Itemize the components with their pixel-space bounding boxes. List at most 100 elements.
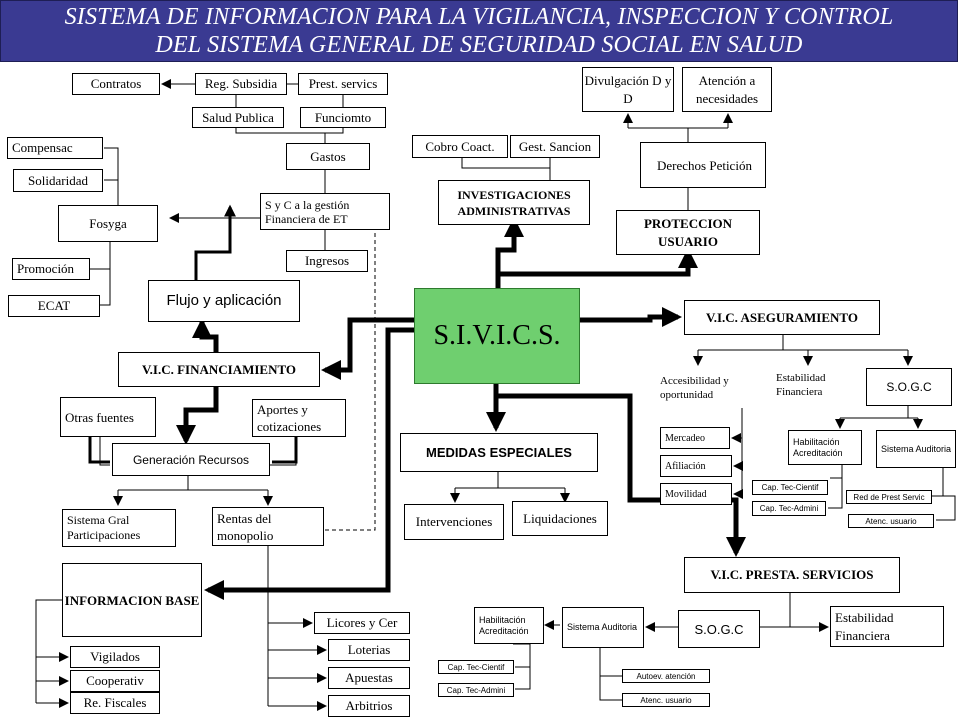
node-label: Flujo y aplicación	[166, 292, 282, 309]
wire	[35, 599, 62, 703]
node-label: PROTECCION USUARIO	[643, 215, 733, 249]
rentas-node[interactable]: Rentas del monopolio	[212, 507, 324, 546]
prest-servics-node[interactable]: Prest. servics	[298, 73, 388, 95]
cap-tec-admini-a-node[interactable]: Cap. Tec-Admini	[752, 501, 826, 516]
red-prest-servic-node[interactable]: Red de Prest Servic	[846, 490, 932, 504]
node-label: Cap. Tec-Admini	[759, 504, 819, 513]
sistema-auditoria-a-node[interactable]: Sistema Auditoria	[876, 430, 956, 468]
gest-sancion-node[interactable]: Gest. Sancion	[510, 135, 600, 158]
flujo-aplicacion-node[interactable]: Flujo y aplicación	[148, 280, 300, 322]
movilidad-node[interactable]: Movilidad	[660, 483, 732, 505]
re-fiscales-node[interactable]: Re. Fiscales	[70, 692, 160, 714]
node-label: Afiliación	[665, 460, 706, 472]
salud-publica-node[interactable]: Salud Publica	[192, 107, 284, 128]
proteccion-usuario-node[interactable]: PROTECCION USUARIO	[616, 210, 760, 255]
vic-aseguramiento-node[interactable]: V.I.C. ASEGURAMIENTO	[684, 300, 880, 335]
node-label: Re. Fiscales	[83, 695, 147, 710]
cap-tec-cientif-b-node[interactable]: Cap. Tec-Cientif	[438, 660, 514, 674]
funciomto-node[interactable]: Funciomto	[300, 107, 386, 128]
title-line-2: DEL SISTEMA GENERAL DE SEGURIDAD SOCIAL …	[155, 32, 803, 58]
sistema-auditoria-b-node[interactable]: Sistema Auditoria	[562, 607, 644, 648]
node-label: MEDIDAS ESPECIALES	[426, 445, 572, 460]
atenc-usuario-a-node[interactable]: Atenc. usuario	[848, 514, 934, 528]
vic-financiamiento-node[interactable]: V.I.C. FINANCIAMIENTO	[118, 352, 320, 387]
cap-tec-cientif-a-node[interactable]: Cap. Tec-Cientif	[752, 480, 828, 495]
apuestas-node[interactable]: Apuestas	[328, 667, 410, 689]
liquidaciones-node[interactable]: Liquidaciones	[512, 501, 608, 536]
node-label: Otras fuentes	[65, 409, 134, 425]
node-label: Reg. Subsidia	[204, 76, 278, 91]
wire	[104, 147, 119, 205]
sivics-node[interactable]: S.I.V.I.C.S.	[414, 288, 580, 384]
mercadeo-node[interactable]: Mercadeo	[660, 427, 730, 449]
contratos-node[interactable]: Contratos	[72, 73, 160, 95]
medium-arrow-fosyga-flujo	[194, 204, 236, 282]
promocion-node[interactable]: Promoción	[12, 258, 90, 280]
node-label: Aportes y cotizaciones	[257, 402, 322, 434]
vic-presta-servicios-node[interactable]: V.I.C. PRESTA. SERVICIOS	[684, 557, 900, 593]
medidas-especiales-node[interactable]: MEDIDAS ESPECIALES	[400, 433, 598, 472]
node-label: Atención a necesidades	[695, 72, 759, 106]
arbitrios-node[interactable]: Arbitrios	[328, 695, 410, 717]
gastos-node[interactable]: Gastos	[286, 143, 370, 170]
cap-tec-admini-b-node[interactable]: Cap. Tec-Admini	[438, 683, 514, 697]
node-label: Sistema Gral Participaciones	[67, 513, 141, 542]
node-label: Autoev. atención	[636, 671, 696, 681]
investigaciones-node[interactable]: INVESTIGACIONES ADMINISTRATIVAS	[438, 180, 590, 225]
reg-subsidia-node[interactable]: Reg. Subsidia	[195, 73, 287, 95]
atenc-usuario-b-node[interactable]: Atenc. usuario	[622, 693, 710, 707]
info-base-node[interactable]: INFORMACION BASE	[62, 563, 202, 637]
estabilidad-financiera-b-node[interactable]: Estabilidad Financiera	[830, 606, 944, 647]
ecat-node[interactable]: ECAT	[8, 295, 100, 317]
wire	[828, 478, 843, 509]
aportes-node[interactable]: Aportes y cotizaciones	[252, 399, 346, 437]
wire	[599, 648, 622, 701]
sycg-node[interactable]: S y C a la gestión Financiera de ET	[260, 193, 390, 230]
loterias-node[interactable]: Loterias	[328, 639, 410, 661]
thick-arrow-aseguramiento	[580, 307, 682, 327]
divulgacion-node[interactable]: Divulgación D y D	[582, 67, 674, 112]
habilitacion-b-node[interactable]: Habilitación Acreditación	[474, 607, 544, 644]
ingresos-node[interactable]: Ingresos	[286, 250, 368, 272]
node-label: Red de Prest Servic	[853, 492, 925, 502]
cobro-coact-node[interactable]: Cobro Coact.	[412, 135, 508, 158]
node-label: S.I.V.I.C.S.	[433, 320, 561, 351]
accesibilidad-node[interactable]: Accesibilidad y oportunidad	[658, 368, 742, 408]
node-label: V.I.C. ASEGURAMIENTO	[706, 309, 858, 325]
wire	[99, 437, 110, 466]
node-label: Solidaridad	[28, 172, 88, 188]
thick-arrow-info-base	[204, 327, 414, 600]
node-label: Promoción	[17, 261, 75, 276]
atencion-necesidades-node[interactable]: Atención a necesidades	[682, 67, 772, 112]
compensac-node[interactable]: Compensac	[7, 137, 103, 159]
sgp-node[interactable]: Sistema Gral Participaciones	[62, 509, 176, 547]
generacion-recursos-node[interactable]: Generación Recursos	[112, 443, 270, 476]
node-label: V.I.C. PRESTA. SERVICIOS	[710, 567, 874, 582]
node-label: Rentas del monopolio	[217, 510, 274, 543]
vigilados-node[interactable]: Vigilados	[70, 646, 160, 668]
node-label: Sistema Auditoria	[567, 622, 638, 632]
estabilidad-financiera-a-node[interactable]: Estabilidad Financiera	[772, 368, 856, 402]
node-label: Derechos Petición	[657, 157, 752, 173]
thick-arrow-flujo	[192, 318, 219, 352]
licores-node[interactable]: Licores y Cer	[314, 612, 410, 634]
afiliacion-node[interactable]: Afiliación	[660, 455, 732, 477]
derechos-peticion-node[interactable]: Derechos Petición	[640, 142, 766, 188]
fosyga-node[interactable]: Fosyga	[58, 205, 158, 242]
cooperativ-node[interactable]: Cooperativ	[70, 670, 160, 692]
sogc-b-node[interactable]: S.O.G.C	[678, 610, 760, 648]
solidaridad-node[interactable]: Solidaridad	[13, 169, 103, 192]
intervenciones-node[interactable]: Intervenciones	[404, 504, 504, 540]
otras-fuentes-node[interactable]: Otras fuentes	[60, 397, 156, 437]
autoev-atencion-node[interactable]: Autoev. atención	[622, 669, 710, 683]
wire	[461, 158, 551, 180]
habilitacion-a-node[interactable]: Habilitación Acreditación	[788, 430, 862, 465]
wire	[100, 242, 111, 306]
dashed-wire	[324, 226, 376, 531]
node-label: Cap. Tec-Cientif	[447, 662, 505, 672]
node-label: Contratos	[90, 76, 142, 91]
node-label: Divulgación D y D	[584, 72, 672, 106]
medium-arrow-generacion-otras	[88, 437, 110, 464]
sogc-a-node[interactable]: S.O.G.C	[866, 368, 952, 406]
